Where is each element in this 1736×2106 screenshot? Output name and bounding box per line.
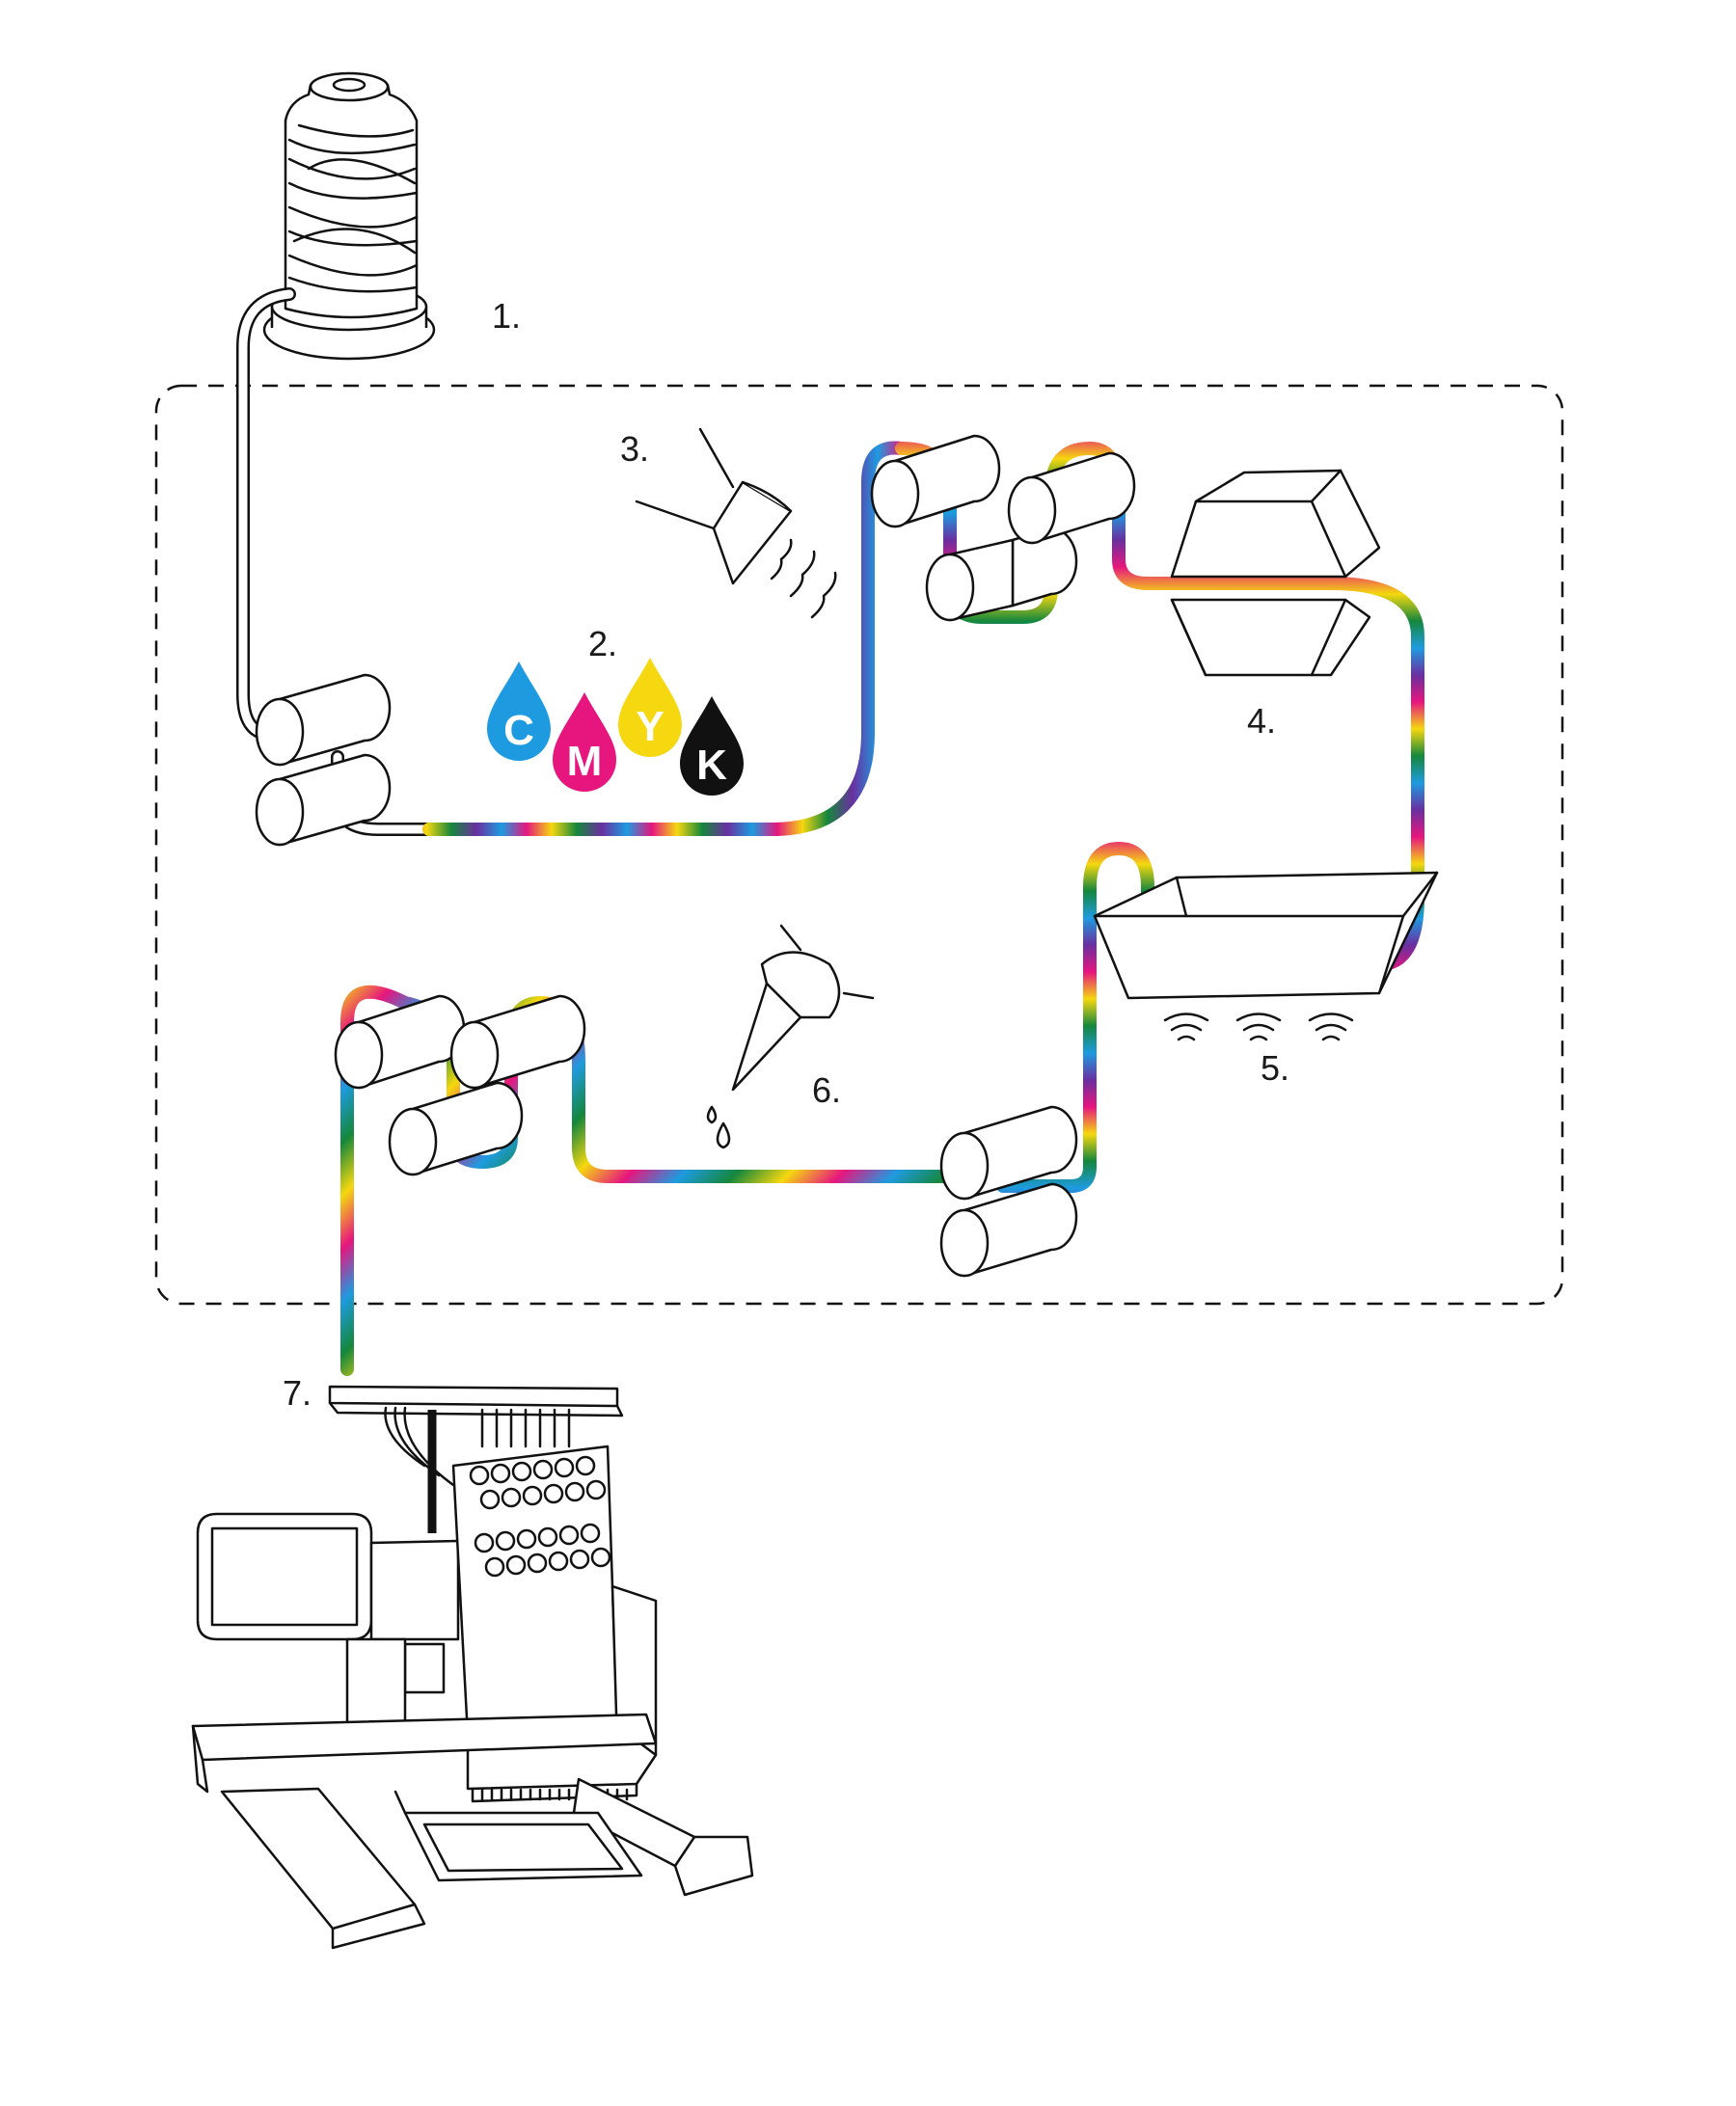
ink-drop-yellow: Y xyxy=(618,658,682,757)
embroidery-machine-icon xyxy=(191,1385,754,1950)
step-label-1: 1. xyxy=(492,296,521,336)
tension-rollers-top xyxy=(870,434,1136,622)
ink-drop-black: K xyxy=(680,696,744,796)
feed-rollers xyxy=(255,673,392,767)
tension-rollers-lower-left xyxy=(334,994,586,1176)
step-label-4: 4. xyxy=(1247,701,1276,741)
lubricant-nozzle-icon xyxy=(706,924,875,1149)
dryer-heater-icon xyxy=(1170,469,1381,677)
dyed-thread-path xyxy=(340,441,1424,1376)
ink-letter-black: K xyxy=(696,742,727,789)
raw-thread xyxy=(236,287,296,742)
tension-rollers-lower-right xyxy=(939,1105,1078,1278)
ink-letter-magenta: M xyxy=(567,738,603,785)
step-label-5: 5. xyxy=(1261,1048,1289,1088)
step-label-6: 6. xyxy=(812,1070,841,1110)
step-label-3: 3. xyxy=(620,429,649,469)
cmyk-ink-drops: C M Y K xyxy=(487,658,744,796)
ink-drop-magenta: M xyxy=(553,692,616,792)
washing-tray-icon xyxy=(1093,871,1439,1041)
thread-tension-buttons xyxy=(469,1455,611,1578)
step-label-2: 2. xyxy=(588,624,617,663)
step-label-7: 7. xyxy=(283,1373,312,1413)
ink-drop-cyan: C xyxy=(487,662,551,761)
ink-letter-yellow: Y xyxy=(636,703,664,750)
feed-rollers-lower xyxy=(255,753,392,847)
ink-letter-cyan: C xyxy=(503,707,534,754)
processing-unit-boundary xyxy=(154,384,1564,1306)
thread-spool-icon xyxy=(262,71,436,361)
uv-lamp-icon xyxy=(635,427,837,619)
